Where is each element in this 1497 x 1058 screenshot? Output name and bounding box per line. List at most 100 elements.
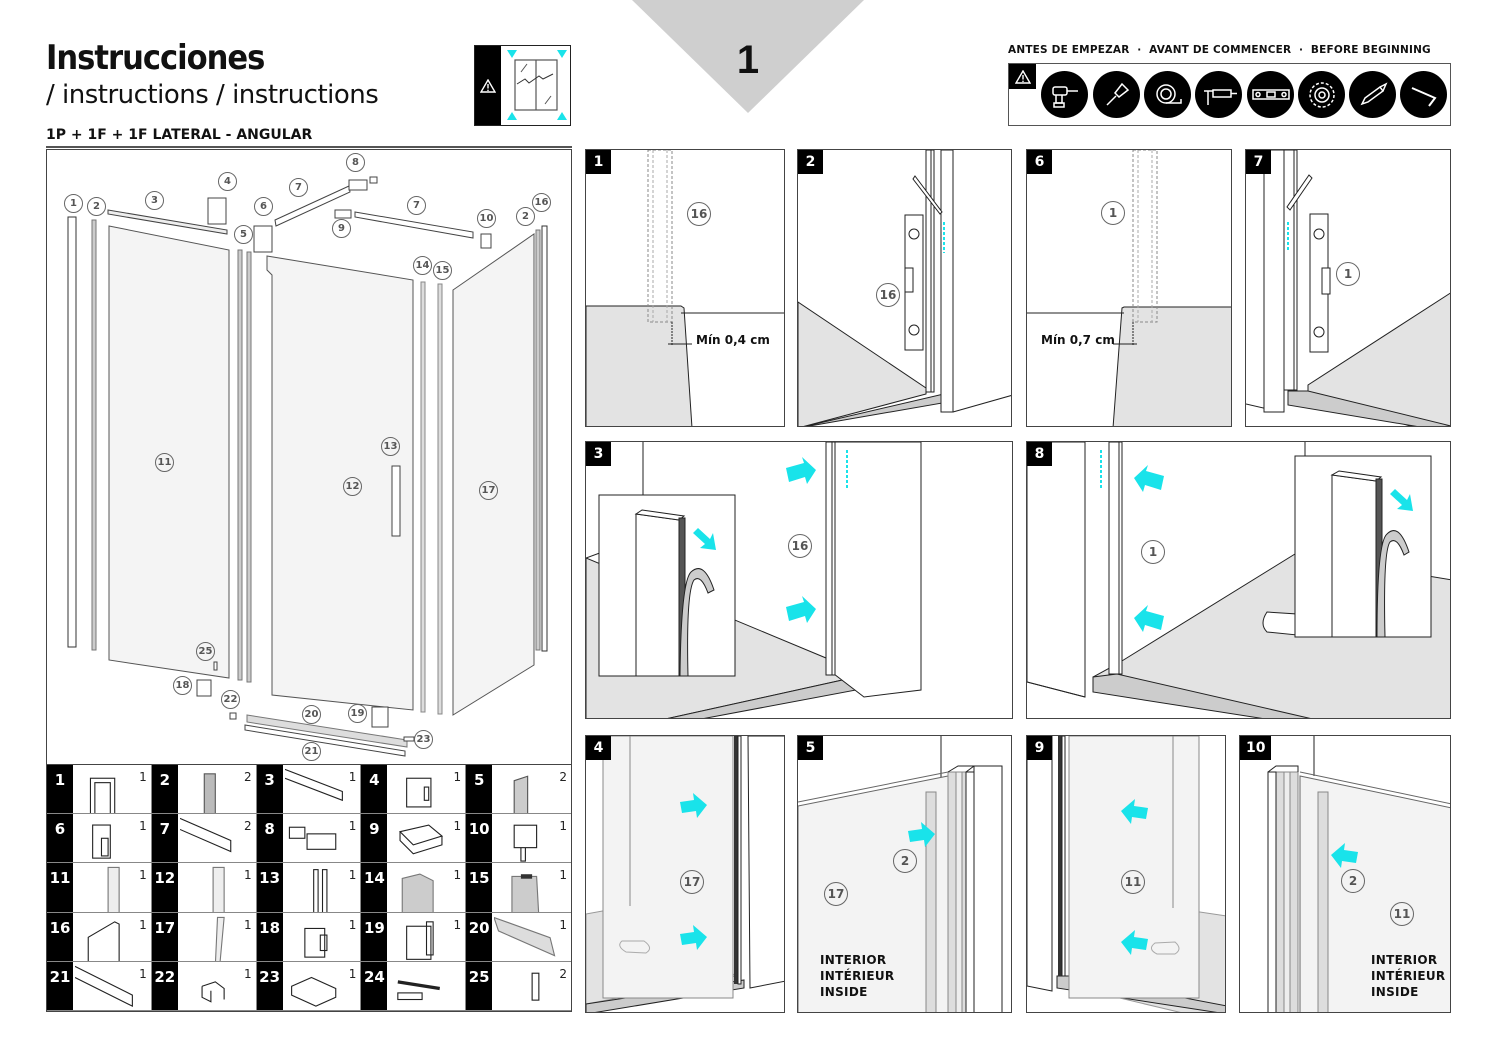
step-number: 9	[1027, 736, 1052, 760]
part-number: 24	[361, 961, 388, 1010]
part-23-icon	[290, 976, 336, 1007]
part-number: 16	[47, 912, 73, 961]
before-beginning-label: ANTES DE EMPEZAR · AVANT DE COMMENCER · …	[1008, 44, 1431, 56]
drill-icon	[1041, 71, 1088, 118]
part-number: 6	[47, 814, 73, 863]
part-1-icon	[89, 777, 116, 814]
part-callout: 16	[876, 283, 900, 307]
part-13-icon	[312, 869, 328, 912]
warning-icon	[1009, 64, 1036, 89]
part-4-icon	[406, 777, 432, 808]
model-name: 1P + 1F + 1F LATERAL - ANGULAR	[46, 127, 313, 143]
part-number: 4	[361, 765, 388, 814]
interior-label: INTERIOR INTÉRIEUR INSIDE	[820, 953, 895, 999]
part-9-icon	[399, 824, 444, 855]
part-callout: 23	[414, 730, 433, 749]
step-5-panel: 5 2 17 INTERIOR INTÉRIEUR INSIDE	[797, 735, 1012, 1013]
part-callout: 10	[477, 209, 496, 228]
part-callout: 17	[479, 481, 498, 500]
part-quantity: 1	[348, 917, 357, 932]
step-8-panel: 8 1	[1026, 441, 1451, 719]
step-number: 6	[1027, 150, 1052, 174]
part-cell: 18 1	[256, 912, 362, 962]
part-number: 18	[256, 912, 283, 961]
part-callout: 2	[893, 849, 917, 873]
divider	[46, 146, 572, 148]
part-17-icon	[214, 916, 225, 961]
step-1-panel: 1 16 Mín 0,4 cm	[585, 149, 785, 427]
step-number: 3	[586, 442, 611, 466]
part-number: 8	[256, 814, 283, 863]
part-number: 23	[256, 961, 283, 1010]
step-7-panel: 7 1	[1245, 149, 1451, 427]
silicone-gun-icon	[1195, 71, 1242, 118]
part-number: 9	[361, 814, 388, 863]
part-quantity: 1	[348, 770, 357, 784]
part-24-icon	[397, 980, 441, 1000]
part-callout: 11	[1121, 870, 1145, 894]
part-callout: 11	[155, 453, 174, 472]
part-number: 13	[256, 863, 283, 912]
part-callout: 16	[788, 534, 812, 558]
part-callout: 21	[302, 742, 321, 761]
part-number: 11	[47, 863, 73, 912]
part-7-icon	[179, 818, 232, 853]
glass-handling-warning	[474, 45, 571, 126]
part-number: 25	[466, 961, 493, 1010]
part-15-icon	[511, 874, 540, 912]
part-callout: 22	[221, 690, 240, 709]
part-callout: 5	[234, 225, 253, 244]
part-quantity: 1	[139, 770, 147, 784]
part-cell: 24	[361, 961, 467, 1011]
part-14-icon	[402, 873, 435, 912]
part-number: 3	[256, 765, 283, 814]
part-callout: 11	[1390, 902, 1414, 926]
part-number: 17	[151, 912, 178, 961]
part-quantity: 2	[559, 770, 567, 784]
spirit-level-icon	[1247, 71, 1294, 118]
part-callout: 9	[332, 219, 351, 238]
exploded-view-drawing	[67, 176, 548, 757]
min-gap-label: Mín 0,4 cm	[696, 333, 770, 347]
part-19-icon	[406, 920, 435, 960]
part-5-icon	[513, 775, 529, 814]
step-3-panel: 3 16	[585, 441, 1013, 719]
part-number: 15	[466, 863, 493, 912]
part-callout: 19	[348, 704, 367, 723]
part-callout: 6	[254, 197, 273, 216]
interior-label: INTERIOR INTÉRIEUR INSIDE	[1371, 953, 1446, 999]
part-quantity: 1	[139, 819, 147, 834]
step-number: 5	[798, 736, 823, 760]
part-callout: 14	[413, 256, 432, 275]
required-tools	[1008, 63, 1451, 126]
step-4-panel: 4 17	[585, 735, 785, 1013]
part-callout: 13	[381, 437, 400, 456]
page-number: 1	[736, 38, 760, 82]
part-16-icon	[87, 920, 120, 961]
part-18-icon	[303, 927, 328, 958]
step-10-panel: 10 2 11 INTERIOR INTÉRIEUR INSIDE	[1239, 735, 1451, 1013]
part-quantity: 1	[139, 917, 147, 932]
part-quantity: 1	[559, 819, 567, 834]
part-number: 21	[47, 961, 73, 1010]
part-number: 14	[361, 863, 388, 912]
page-number-marker	[632, 0, 864, 113]
part-quantity: 1	[453, 819, 462, 834]
broken-glass-icon	[501, 46, 570, 125]
part-callout: 2	[516, 207, 535, 226]
part-3-icon	[284, 768, 343, 802]
saw-blade-icon	[1298, 71, 1345, 118]
part-22-icon	[201, 981, 225, 1003]
